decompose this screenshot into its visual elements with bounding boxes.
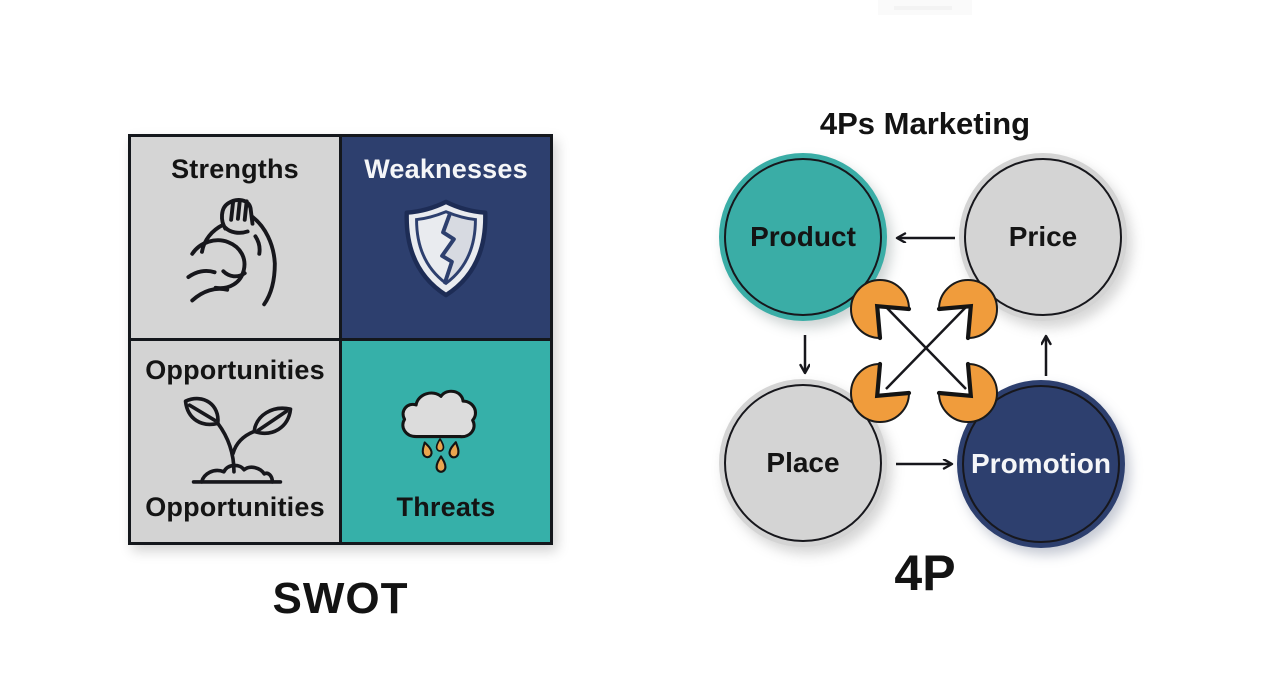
rain-drop-icons: [421, 438, 460, 473]
node-product: Product: [724, 158, 882, 316]
four-ps-title: 4Ps Marketing: [819, 106, 1031, 141]
node-place: Place: [724, 384, 882, 542]
sprout-icon: [183, 396, 293, 484]
cross-line-tl-br: [885, 306, 967, 390]
node-price-label: Price: [1008, 221, 1078, 252]
node-promotion-label: Promotion: [971, 448, 1111, 479]
four-ps-diagram: 4Ps Marketing Product Price Place Promot…: [700, 95, 1160, 635]
wedge-place-chevron: [874, 361, 912, 399]
weaknesses-label: Weaknesses: [364, 154, 528, 184]
swot-cell-opportunities: Opportunities Opportunities: [131, 341, 339, 542]
wedge-product-chevron: [874, 303, 912, 341]
background-artifact: [878, 0, 972, 15]
four-ps-caption: 4P: [894, 545, 956, 601]
opportunities-label-bottom: Opportunities: [145, 492, 325, 522]
node-product-label: Product: [750, 221, 856, 252]
swot-title: SWOT: [272, 574, 409, 623]
swot-cell-weaknesses: Weaknesses: [342, 137, 550, 338]
swot-cell-strengths: Strengths: [131, 137, 339, 338]
wedge-price-chevron: [936, 303, 974, 341]
node-place-label: Place: [766, 447, 840, 478]
opportunities-label-top: Opportunities: [145, 355, 325, 385]
swot-grid: Strengths Weaknesse: [128, 134, 553, 545]
bicep-icon: [186, 198, 277, 307]
cracked-shield-icon: [404, 199, 488, 298]
strengths-label: Strengths: [171, 154, 299, 184]
rain-cloud-icon: [401, 389, 477, 473]
node-promotion: Promotion: [962, 385, 1120, 543]
wedge-promotion-chevron: [936, 361, 974, 399]
threats-label: Threats: [396, 492, 496, 522]
swot-cell-threats: Threats: [342, 341, 550, 542]
node-price: Price: [964, 158, 1122, 316]
cross-line-bl-tr: [885, 306, 967, 390]
